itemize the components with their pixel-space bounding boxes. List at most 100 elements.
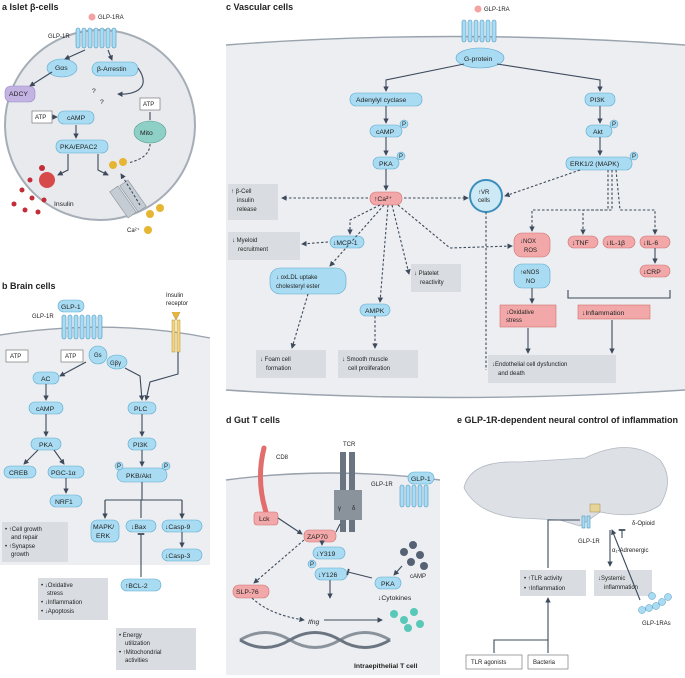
- c-endo-1: ↓Endothelial cell dysfunction: [492, 362, 567, 368]
- b-growth-3: • ↑Synapse: [5, 544, 36, 550]
- b-glp1-receptor: [61, 314, 103, 340]
- c-foam-1: ↓ Foam cell: [260, 357, 291, 363]
- a-glp1r-label: GLP-1R: [48, 34, 70, 40]
- b-bax: [125, 519, 157, 533]
- b-energy-1: • Energy: [119, 633, 142, 639]
- a-insulin-granules: [11, 165, 55, 215]
- b-ac-label: AC: [41, 376, 51, 383]
- glp1ra-ligand: [88, 13, 96, 21]
- b-gs: [88, 345, 108, 365]
- d-cytokine-dots: [390, 608, 424, 632]
- panel-d: d Gut T cells CD8 Lck TCR γ δ GLP-1R GLP…: [225, 415, 441, 675]
- e-systemic-box: [594, 570, 652, 596]
- d-glp1: [407, 471, 435, 485]
- d-y319-label: ↓Y319: [316, 551, 335, 558]
- e-brain: [463, 447, 668, 527]
- d-dna: [239, 631, 391, 649]
- panel-e: e GLP-1R-dependent neural control of inf…: [457, 415, 678, 670]
- d-pka: [374, 576, 402, 590]
- e-bacteria: [527, 654, 569, 670]
- b-plc-label: PLC: [134, 406, 147, 413]
- c-oxstress: [499, 304, 557, 328]
- panel-b: b Brain cells Insulin receptor GLP-1 GLP…: [0, 281, 211, 670]
- c-myeloid-2: recruitment: [238, 247, 268, 253]
- a-q2: ?: [100, 99, 104, 106]
- e-tlr-1: • ↑TLR activity: [524, 576, 562, 582]
- e-tlr-box: [520, 570, 586, 596]
- b-mapk-label-2: ERK: [96, 533, 110, 540]
- b-glp1r-label: GLP-1R: [32, 314, 54, 320]
- b-stress-2: stress: [47, 591, 63, 597]
- a-adcy: [4, 85, 36, 103]
- b-energy-2: utilization: [125, 641, 150, 647]
- b-energy-4: activities: [125, 658, 148, 664]
- c-p1: P: [402, 122, 406, 128]
- d-tcr-label: TCR: [343, 442, 356, 448]
- a-ca-label: Ca²⁺: [127, 227, 140, 234]
- e-glp1ras-label: GLP-1RAs: [642, 621, 671, 627]
- c-vr-cells: [469, 179, 503, 213]
- d-ifng-label: Ifng: [308, 619, 320, 626]
- c-pi3k-label: PI3K: [590, 97, 605, 104]
- panel-a-letter: a: [2, 2, 8, 12]
- b-insulin-receptor-label-2: receptor: [166, 301, 188, 307]
- c-nox: [513, 232, 551, 258]
- b-growth-box: [2, 522, 68, 562]
- d-cd8-label: CD8: [276, 455, 289, 461]
- c-nox-2: ROS: [524, 248, 537, 254]
- d-delta: δ: [352, 506, 356, 512]
- b-energy-3: • ↑Mitochondrial: [119, 650, 161, 656]
- b-bcl2-label: ↑BCL-2: [125, 583, 148, 590]
- c-p2: P: [399, 154, 403, 160]
- a-adcy-label: ADCY: [9, 91, 28, 98]
- e-bacteria-label: Bacteria: [533, 660, 556, 666]
- c-beta-1: ↑ β-Cell: [231, 189, 251, 195]
- c-ampk-label: AMPK: [365, 308, 385, 315]
- d-y319: [312, 546, 346, 560]
- b-stress-box: [38, 578, 108, 620]
- c-inflammation: [577, 304, 651, 320]
- c-oxldl-2: cholesteryl ester: [276, 284, 320, 290]
- c-camp-label: cAMP: [376, 129, 395, 136]
- b-growth-2: and repair: [11, 535, 38, 541]
- b-gbg: [106, 354, 128, 370]
- a-q1: ?: [92, 88, 96, 95]
- b-stress-4: • ↓Apoptosis: [41, 609, 74, 615]
- c-nox-1: ↓NOX: [520, 239, 536, 245]
- svg-text:e GLP-1R-dependent neural cont: e GLP-1R-dependent neural control of inf…: [457, 415, 678, 425]
- b-glp1: [57, 299, 85, 313]
- a-gas: [46, 58, 78, 78]
- c-erk-label: ERK1/2 (MAPK): [570, 161, 619, 168]
- b-mapk: [90, 519, 120, 543]
- c-tnf: [567, 235, 599, 249]
- e-opioid-label: δ-Opioid: [632, 521, 655, 527]
- b-p1: P: [117, 464, 121, 470]
- e-systemic-1: ↓Systemic: [598, 576, 625, 582]
- c-oxldl-1: ↓ oxLDL uptake: [276, 275, 318, 281]
- d-pka-label: PKA: [381, 581, 395, 588]
- c-foam-box: [256, 350, 326, 378]
- b-camp-label: cAMP: [36, 406, 55, 413]
- a-arrestin: [91, 61, 139, 77]
- c-platelet-1: ↓ Platelet: [414, 271, 439, 277]
- b-creb-label: CREB: [9, 470, 28, 477]
- b-pgc-label: PGC-1α: [51, 470, 76, 477]
- e-glp1ras: [638, 592, 672, 614]
- b-bax-label: ↓Bax: [131, 524, 147, 531]
- a-atp2-label: ATP: [143, 102, 154, 108]
- b-atp2: [60, 349, 84, 363]
- b-gs-label: Gs: [94, 353, 102, 359]
- islet-cell: [4, 29, 196, 221]
- d-zap70-label: ZAP70: [307, 534, 328, 541]
- d-gamma: γ: [338, 506, 341, 512]
- c-mcp1-label: ↓MCP-1: [333, 240, 358, 247]
- c-cell-body: [226, 36, 685, 398]
- d-camp-dots: [400, 541, 428, 570]
- b-pkb-label: PKB/Akt: [126, 473, 151, 480]
- d-glp1r-label: GLP-1R: [371, 482, 393, 488]
- c-endo-box: [488, 355, 616, 383]
- b-casp9-label: ↓Casp-9: [165, 524, 191, 531]
- svg-text:b Brain cells: b Brain cells: [2, 281, 56, 291]
- c-beta-3: release: [237, 207, 257, 213]
- e-tlr-2: • ↑Inflammation: [524, 586, 565, 592]
